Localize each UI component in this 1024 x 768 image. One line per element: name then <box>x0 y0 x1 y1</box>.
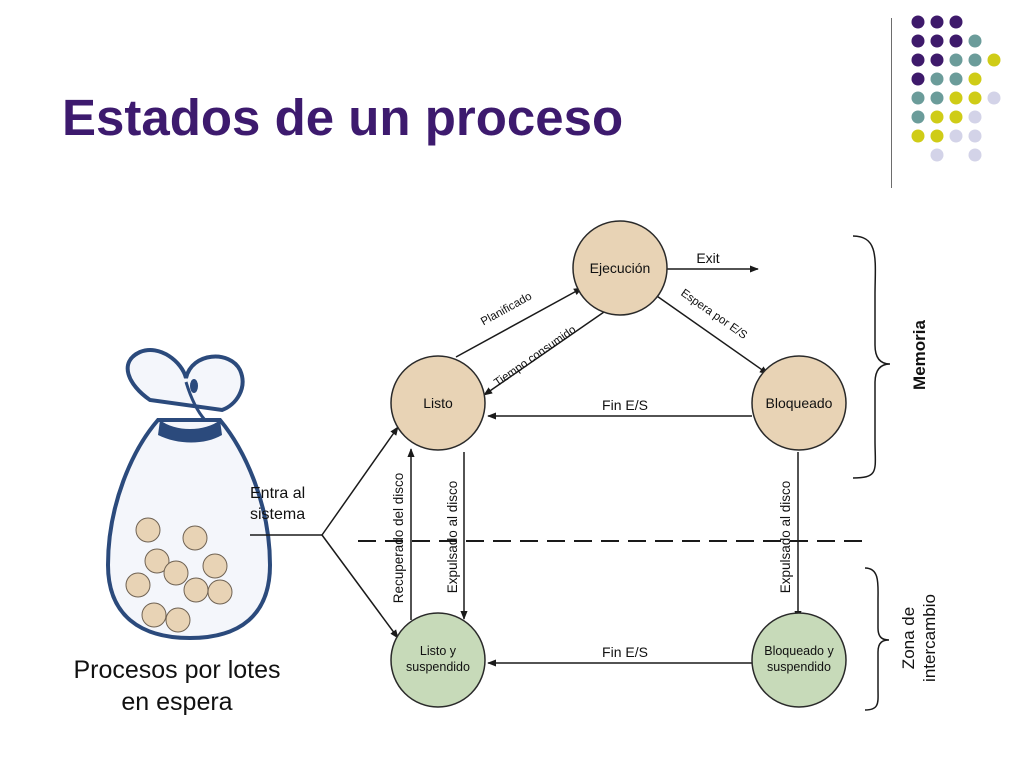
state-listo-suspendido-label-2: suspendido <box>406 660 470 674</box>
edge-espera-es <box>653 293 769 375</box>
label-expulsado-bloqueado: Expulsado al disco <box>778 481 793 594</box>
decorative-dot <box>911 15 925 29</box>
bag-ball <box>144 548 170 574</box>
zone-intercambio-label-1: Zona de <box>899 607 918 669</box>
decorative-dot <box>987 53 1001 67</box>
intercambio-brace <box>864 567 890 711</box>
decorative-dot <box>911 110 925 124</box>
state-bloqueado-label: Bloqueado <box>766 395 833 411</box>
decorative-dot <box>911 34 925 48</box>
decorative-dot <box>949 15 963 29</box>
decorative-dot <box>949 129 963 143</box>
state-ejecucion-label: Ejecución <box>590 260 651 276</box>
bag-ball <box>125 572 151 598</box>
state-bloqueado-suspendido: Bloqueado y suspendido <box>751 612 847 708</box>
decorative-dot <box>949 91 963 105</box>
state-listo-suspendido-label-1: Listo y <box>420 644 457 658</box>
decorative-dot <box>930 91 944 105</box>
state-listo: Listo <box>390 355 486 451</box>
decorative-dot <box>949 53 963 67</box>
decorative-dot <box>930 129 944 143</box>
slide-title: Estados de un proceso <box>62 89 624 146</box>
decorative-dot <box>949 110 963 124</box>
edge-entry-to-listo-suspendido <box>321 534 399 639</box>
decorative-dot <box>968 34 982 48</box>
label-planificado: Planificado <box>479 290 534 328</box>
decorative-dot <box>930 15 944 29</box>
edge-planificado <box>455 287 583 358</box>
decorative-dot <box>911 129 925 143</box>
decorative-dot <box>968 53 982 67</box>
state-listo-suspendido: Listo y suspendido <box>390 612 486 708</box>
bag-ball <box>202 553 228 579</box>
zone-intercambio-label-2: intercambio <box>920 594 939 682</box>
decorative-dot <box>930 110 944 124</box>
caption-line-1: Procesos por lotes <box>73 656 281 684</box>
label-expulsado-listo: Expulsado al disco <box>445 481 460 594</box>
decorative-dot <box>987 91 1001 105</box>
label-entra-1: Entra al <box>250 485 305 502</box>
bag-ball <box>183 577 209 603</box>
bag-ball <box>141 602 167 628</box>
state-bloqueado-suspendido-label-1: Bloqueado y <box>764 644 834 658</box>
decorative-dot <box>949 72 963 86</box>
edge-entry-to-listo <box>321 426 399 536</box>
state-bloqueado: Bloqueado <box>751 355 847 451</box>
title-divider <box>891 18 892 188</box>
decorative-dot <box>930 34 944 48</box>
memoria-brace <box>852 235 891 479</box>
bag-contents-icon <box>125 517 233 633</box>
decorative-dot-grid <box>911 15 1001 162</box>
state-bloqueado-suspendido-label-2: suspendido <box>767 660 831 674</box>
decorative-dot <box>911 72 925 86</box>
decorative-dot <box>968 129 982 143</box>
decorative-dot <box>968 110 982 124</box>
label-exit: Exit <box>696 250 719 266</box>
bag-ball <box>165 607 191 633</box>
label-fin-es-swap: Fin E/S <box>602 644 648 660</box>
decorative-dot <box>949 34 963 48</box>
decorative-dot <box>968 72 982 86</box>
label-tiempo-consumido: Tiempo consumido <box>492 324 578 389</box>
bag-ball <box>207 579 233 605</box>
bag-ball <box>135 517 161 543</box>
decorative-dot <box>930 148 944 162</box>
decorative-dot <box>930 53 944 67</box>
edge-tiempo-consumido <box>483 311 605 396</box>
decorative-dot <box>968 148 982 162</box>
label-recuperado: Recuperado del disco <box>391 473 406 604</box>
zone-memoria-label: Memoria <box>910 320 929 390</box>
decorative-dot <box>968 91 982 105</box>
caption-line-2: en espera <box>121 688 233 716</box>
decorative-dot <box>911 53 925 67</box>
bag-ball <box>182 525 208 551</box>
label-entra-2: sistema <box>250 506 305 523</box>
state-listo-label: Listo <box>423 395 453 411</box>
state-ejecucion: Ejecución <box>572 220 668 316</box>
label-fin-es-memory: Fin E/S <box>602 397 648 413</box>
bag-caption: Procesos por lotes en espera <box>52 654 302 718</box>
label-espera-es: Espera por E/S <box>678 287 749 342</box>
decorative-dot <box>911 91 925 105</box>
decorative-dot <box>930 72 944 86</box>
bag-ball <box>163 560 189 586</box>
